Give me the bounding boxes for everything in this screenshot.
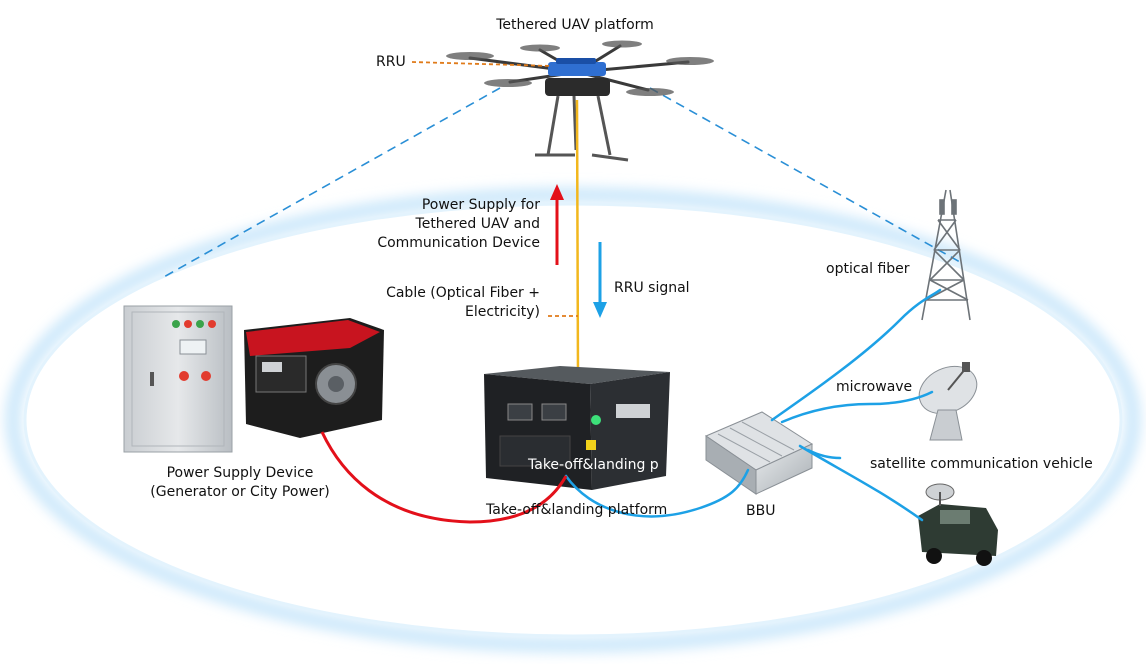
generator-icon	[244, 318, 384, 438]
flight-case-icon	[484, 366, 670, 490]
rru-signal-label: RRU signal	[614, 280, 690, 296]
power-supply-line-2: Tethered UAV and	[415, 216, 540, 232]
satellite-dish-icon	[918, 362, 978, 441]
power-supply-line-3: Communication Device	[377, 235, 540, 251]
fiber-links	[564, 288, 942, 522]
optical-fiber-label: optical fiber	[826, 261, 910, 277]
power-up-arrow	[550, 184, 564, 265]
power-supply-label: Power Supply for Tethered UAV and Commun…	[362, 196, 540, 253]
rru-label: RRU	[376, 54, 406, 70]
power-device-line-2: (Generator or City Power)	[150, 484, 330, 500]
tether-cable	[575, 99, 580, 377]
microwave-label: microwave	[836, 379, 913, 395]
jeep-vehicle-icon	[918, 483, 998, 566]
power-device-line-1: Power Supply Device	[166, 465, 314, 481]
satellite-vehicle-label: satellite communication vehicle	[870, 456, 1093, 472]
power-supply-line-1: Power Supply for	[421, 197, 540, 213]
platform-inner-label: Take-off&landing p	[528, 457, 659, 473]
control-cabinet-icon	[123, 305, 233, 453]
power-device-label: Power Supply Device (Generator or City P…	[140, 464, 340, 502]
cable-label: Cable (Optical Fiber + Electricity)	[362, 284, 540, 322]
bbu-label: BBU	[746, 503, 776, 519]
coverage-dashed-lines	[161, 87, 961, 279]
cable-line-2: Electricity)	[464, 304, 540, 320]
drone-icon	[446, 40, 714, 162]
rru-leader-line	[411, 61, 553, 67]
cable-line-1: Cable (Optical Fiber +	[386, 285, 540, 301]
platform-label: Take-off&landing platform	[486, 502, 668, 518]
rru-signal-arrow	[593, 242, 607, 318]
diagram-title: Tethered UAV platform	[496, 17, 654, 33]
power-cable	[320, 431, 568, 524]
